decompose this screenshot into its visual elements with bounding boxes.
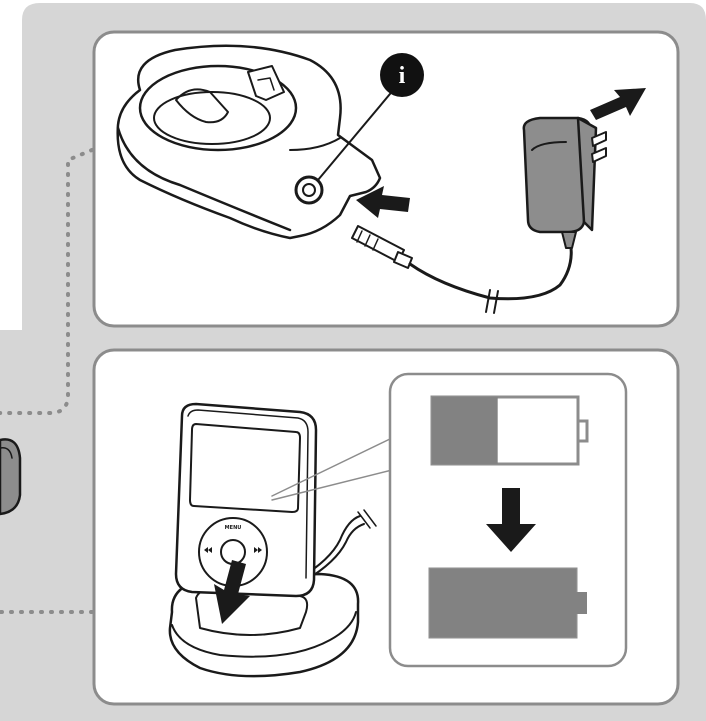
dc-plug	[351, 225, 413, 269]
info-badge: i	[380, 53, 424, 97]
partial-device-left-edge	[0, 438, 22, 516]
click-wheel-menu-label: MENU	[225, 525, 242, 531]
device-screen	[189, 423, 301, 513]
info-badge-letter: i	[399, 63, 406, 89]
info-leader-line	[317, 81, 401, 181]
battery-partial-terminal	[576, 419, 589, 443]
info-icon	[380, 53, 424, 97]
power-cord	[408, 238, 573, 301]
next-icon	[254, 547, 262, 553]
dotted-connector-top	[0, 148, 94, 415]
arrow-charge-progress	[486, 488, 536, 552]
power-adapter	[522, 116, 607, 249]
arrow-insert-into-dock	[214, 560, 250, 624]
cord-break-mark	[485, 289, 499, 314]
callout-leader	[271, 437, 393, 501]
dock-base	[116, 44, 382, 240]
battery-partial	[430, 395, 589, 466]
arrow-plug-into-dock	[356, 186, 410, 218]
previous-icon	[204, 547, 212, 553]
battery-full-terminal	[576, 592, 587, 614]
dock-with-device: MENU	[168, 402, 377, 678]
battery-full	[428, 567, 587, 639]
arrow-adapter-into-outlet	[590, 88, 646, 120]
